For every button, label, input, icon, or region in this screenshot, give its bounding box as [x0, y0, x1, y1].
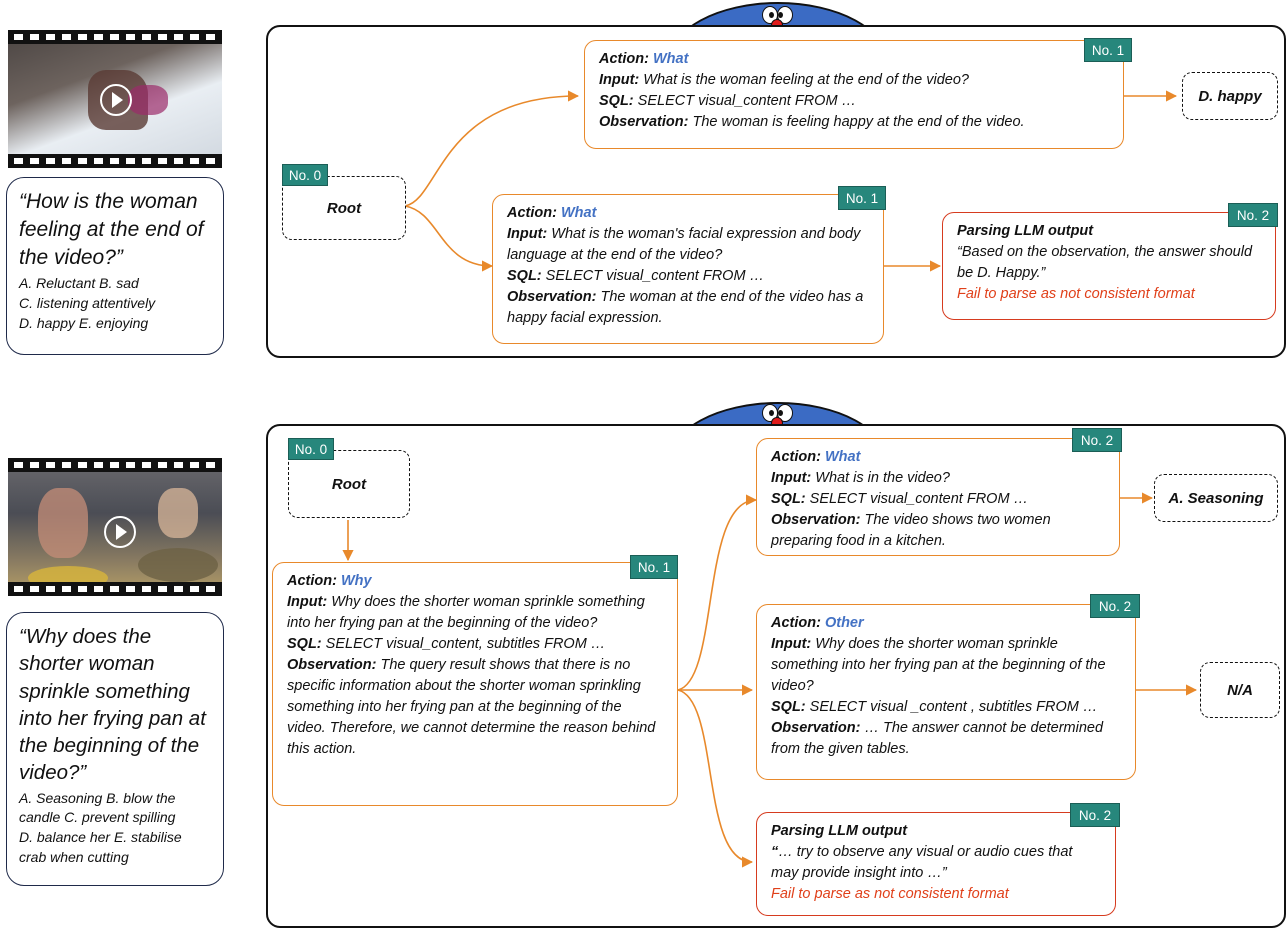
sql-label: SQL: — [287, 636, 322, 653]
input-label: Input: — [507, 226, 548, 243]
observation-label: Observation: — [771, 512, 861, 529]
action-node-other[interactable]: Action: Other Input: Why does the shorte… — [756, 604, 1136, 780]
parse-output-node-1[interactable]: Parsing LLM output “Based on the observa… — [942, 212, 1276, 320]
node-badge: No. 1 — [1084, 38, 1132, 62]
play-icon[interactable] — [100, 84, 132, 116]
root-node-1[interactable]: Root — [282, 176, 406, 240]
action-node-what-2[interactable]: Action: What Input: What is the woman's … — [492, 194, 884, 344]
action-value: Other — [824, 615, 864, 631]
input-label: Input: — [599, 72, 640, 89]
sql-label: SQL: — [599, 93, 634, 110]
option-line: crab when cutting — [19, 849, 129, 866]
root-node-2[interactable]: Root — [288, 450, 410, 518]
node-badge: No. 2 — [1228, 203, 1278, 227]
parse-error: Fail to parse as not consistent format — [957, 286, 1195, 303]
node-badge: No. 0 — [288, 438, 334, 460]
action-node-what-3[interactable]: Action: What Input: What is in the video… — [756, 438, 1120, 556]
answer-options: A. Seasoning B. blow the candle C. preve… — [19, 789, 211, 869]
node-badge: No. 0 — [282, 164, 328, 186]
answer-node[interactable]: D. happy — [1182, 72, 1278, 120]
parse-output-node-2[interactable]: Parsing LLM output “… try to observe any… — [756, 812, 1116, 916]
answer-label: N/A — [1227, 681, 1253, 699]
sql-label: SQL: — [507, 268, 542, 285]
parse-quote: “Based on the observation, the answer sh… — [957, 244, 1253, 282]
answer-label: A. Seasoning — [1168, 489, 1264, 507]
action-value: What — [824, 449, 861, 465]
sql-text: SELECT visual_content FROM … — [545, 268, 765, 285]
answer-options: A. Reluctant B. sad C. listening attenti… — [19, 274, 211, 334]
answer-label: D. happy — [1198, 87, 1262, 105]
action-label: Action: — [287, 573, 337, 589]
node-badge: No. 1 — [630, 555, 678, 579]
play-icon[interactable] — [104, 516, 136, 548]
mascot-icon — [668, 0, 888, 28]
node-badge: No. 2 — [1090, 594, 1140, 618]
node-badge: No. 2 — [1072, 428, 1122, 452]
option-line: candle C. prevent spilling — [19, 809, 176, 826]
node-badge: No. 2 — [1070, 803, 1120, 827]
root-label: Root — [326, 199, 362, 217]
input-text: Why does the shorter woman sprinkle some… — [771, 636, 1106, 695]
action-label: Action: — [507, 205, 557, 221]
question-text: “How is the woman feeling at the end of … — [19, 190, 204, 269]
question-card-2: “Why does the shorter woman sprinkle som… — [6, 612, 224, 886]
action-value: Why — [340, 573, 372, 589]
sql-text: SELECT visual_content, subtitles FROM … — [325, 636, 606, 653]
sql-label: SQL: — [771, 699, 806, 716]
input-text: What is in the video? — [815, 470, 950, 487]
action-label: Action: — [599, 51, 649, 67]
observation-text: The woman at the end of the video has a … — [507, 289, 864, 327]
action-label: Action: — [771, 615, 821, 631]
input-text: Why does the shorter woman sprinkle some… — [287, 594, 645, 632]
video-thumbnail-2[interactable] — [8, 458, 222, 596]
option-line: C. listening attentively — [19, 294, 156, 311]
input-label: Input: — [771, 470, 812, 487]
observation-text: The query result shows that there is no … — [287, 657, 656, 758]
node-badge: No. 1 — [838, 186, 886, 210]
observation-text: … The answer cannot be determined from t… — [771, 720, 1104, 758]
sql-text: SELECT visual_content FROM … — [809, 491, 1029, 508]
video-thumbnail-1[interactable] — [8, 30, 222, 168]
action-node-what-1[interactable]: Action: What Input: What is the woman fe… — [584, 40, 1124, 149]
input-text: What is the woman's facial expression an… — [507, 226, 861, 264]
option-line: D. happy E. enjoying — [19, 314, 149, 331]
input-label: Input: — [771, 636, 812, 653]
action-label: Action: — [771, 449, 821, 465]
option-line: A. Seasoning B. blow the — [19, 789, 176, 806]
input-text: What is the woman feeling at the end of … — [643, 72, 969, 89]
sql-text: SELECT visual _content , subtitles FROM … — [809, 699, 1098, 716]
observation-text: The woman is feeling happy at the end of… — [692, 114, 1025, 131]
parse-quote-mark: “ — [771, 844, 779, 861]
action-value: What — [560, 205, 597, 221]
observation-label: Observation: — [599, 114, 689, 131]
parse-quote: … try to observe any visual or audio cue… — [771, 844, 1073, 882]
option-line: D. balance her E. stabilise — [19, 829, 182, 846]
sql-text: SELECT visual_content FROM … — [637, 93, 857, 110]
question-card-1: “How is the woman feeling at the end of … — [6, 177, 224, 355]
mascot-icon — [668, 398, 888, 426]
observation-label: Observation: — [771, 720, 861, 737]
observation-label: Observation: — [287, 657, 377, 674]
action-value: What — [652, 51, 689, 67]
parse-title: Parsing LLM output — [771, 823, 908, 839]
parse-title: Parsing LLM output — [957, 223, 1094, 239]
observation-label: Observation: — [507, 289, 597, 306]
parse-error: Fail to parse as not consistent format — [771, 886, 1009, 903]
sql-label: SQL: — [771, 491, 806, 508]
answer-node[interactable]: A. Seasoning — [1154, 474, 1278, 522]
input-label: Input: — [287, 594, 328, 611]
action-node-why[interactable]: Action: Why Input: Why does the shorter … — [272, 562, 678, 806]
question-text: “Why does the shorter woman sprinkle som… — [19, 625, 206, 785]
observation-text: The video shows two women preparing food… — [771, 512, 1051, 550]
option-line: A. Reluctant B. sad — [19, 274, 139, 291]
root-label: Root — [331, 475, 367, 493]
answer-node[interactable]: N/A — [1200, 662, 1280, 718]
